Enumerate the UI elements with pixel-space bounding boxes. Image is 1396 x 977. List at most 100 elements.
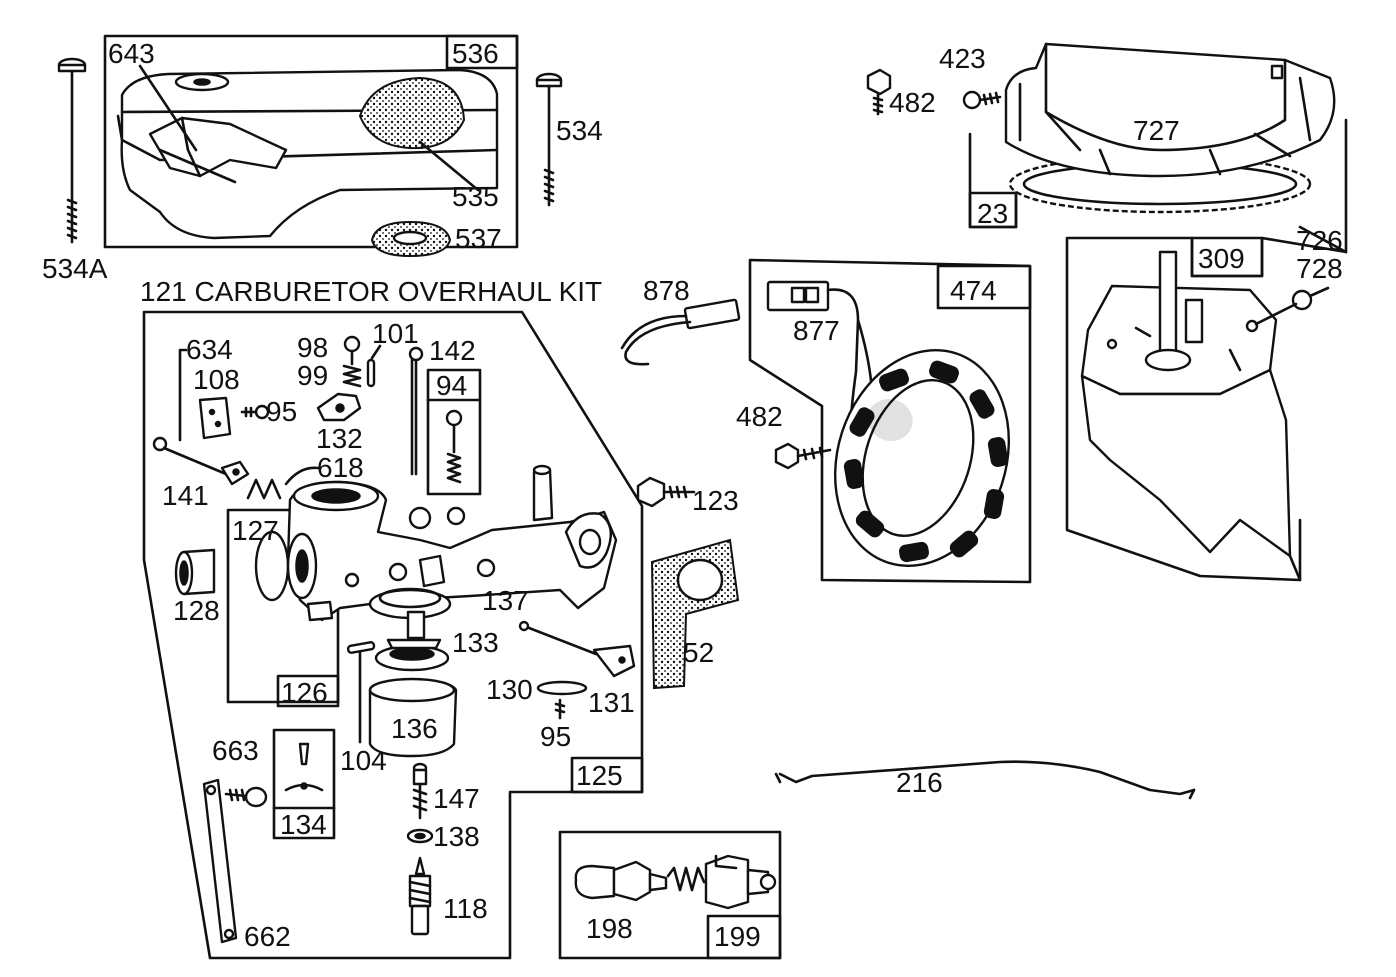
screw-663: [224, 786, 268, 808]
nut-123: [636, 476, 696, 508]
label-133: 133: [452, 627, 499, 658]
link-662: [202, 778, 238, 944]
callout-box-carburetor: [142, 310, 644, 960]
label-663: 663: [212, 735, 259, 766]
label-95-lower: 95: [540, 721, 571, 752]
label-474: 474: [950, 275, 997, 306]
alternator-group: [748, 258, 1032, 584]
label-534a: 534A: [42, 253, 108, 284]
screw-95-lower: [554, 698, 566, 720]
float-133: [374, 638, 450, 672]
label-box-126: [276, 674, 340, 708]
label-727: 727: [1133, 115, 1180, 146]
flywheel-group: [866, 42, 1348, 254]
label-box-94: [426, 368, 482, 496]
label-127: 127: [232, 515, 279, 546]
label-box-536: [445, 34, 519, 70]
float-bowl-136: [368, 677, 458, 758]
label-141: 141: [162, 480, 209, 511]
pin-101: [366, 358, 376, 388]
fuel-tank-group: [57, 34, 563, 258]
label-643: 643: [108, 38, 155, 69]
fuel-fitting-group: [558, 830, 782, 960]
label-482-top: 482: [889, 87, 936, 118]
label-118: 118: [443, 893, 488, 924]
screw-95-top: [240, 404, 270, 420]
carburetor-body: [286, 464, 618, 640]
bolt-482-alternator: [774, 442, 832, 470]
label-142: 142: [429, 335, 476, 366]
label-618: 618: [317, 452, 364, 483]
choke-shaft-131: [518, 620, 636, 678]
label-125: 125: [576, 760, 623, 791]
label-147: 147: [433, 783, 480, 814]
label-634: 634: [186, 334, 233, 365]
label-878: 878: [643, 275, 690, 306]
label-126: 126: [281, 677, 328, 708]
needle-142: [408, 346, 424, 476]
callout-box-126: [226, 508, 340, 704]
label-123: 123: [692, 485, 739, 516]
gasket-52: [650, 538, 740, 690]
bolt-482-top: [866, 68, 892, 116]
label-534: 534: [556, 115, 603, 146]
filter-screen-535: [358, 76, 466, 150]
label-box-199: [706, 914, 782, 960]
label-138: 138: [433, 821, 480, 852]
wire-878: [620, 298, 741, 366]
label-423: 423: [939, 43, 986, 74]
label-134: 134: [280, 809, 327, 840]
stator-coils: [843, 360, 1009, 563]
label-box-474: [936, 264, 1032, 310]
label-132: 132: [316, 423, 363, 454]
label-108: 108: [193, 364, 240, 395]
label-131: 131: [588, 687, 635, 718]
label-536: 536: [452, 38, 499, 69]
label-482-alternator: 482: [736, 401, 783, 432]
grommet-537: [370, 220, 452, 258]
spring-618: [246, 466, 320, 500]
label-728: 728: [1296, 253, 1343, 284]
screw-98-spring-99: [342, 335, 362, 388]
label-99: 99: [297, 360, 328, 391]
throttle-shaft-141: [152, 436, 250, 486]
crankcase-group: [1065, 236, 1348, 582]
bolt-534: [535, 72, 563, 207]
label-95-top: 95: [266, 396, 297, 427]
label-101: 101: [372, 318, 419, 349]
carburetor-kit-title: 121 CARBURETOR OVERHAUL KIT: [140, 276, 602, 307]
label-128: 128: [173, 595, 220, 626]
gasket-108: [198, 396, 232, 440]
label-309: 309: [1198, 243, 1245, 274]
bolt-534a: [57, 57, 87, 244]
label-98: 98: [297, 332, 328, 363]
label-216: 216: [896, 767, 943, 798]
label-198: 198: [586, 913, 633, 944]
label-537: 537: [455, 223, 502, 254]
label-94: 94: [436, 370, 467, 401]
pin-104: [346, 641, 376, 654]
label-130: 130: [486, 674, 533, 705]
label-23: 23: [977, 198, 1008, 229]
label-box-134: [272, 728, 336, 840]
bolt-728: [1254, 286, 1330, 326]
rotating-screen-727: [1004, 42, 1336, 178]
label-662: 662: [244, 921, 291, 952]
needle-valve-118: [408, 856, 432, 936]
label-535: 535: [452, 181, 499, 212]
label-box-309: [1190, 236, 1264, 278]
bushing-128: [174, 548, 216, 596]
label-877: 877: [793, 315, 840, 346]
label-136: 136: [391, 713, 438, 744]
label-box-23: [968, 191, 1018, 229]
screw-147: [412, 762, 428, 820]
label-137: 137: [482, 585, 529, 616]
label-52: 52: [683, 637, 714, 668]
callout-box-fuel-tank: [103, 34, 519, 249]
governor-link-216: [778, 760, 1196, 796]
choke-valve-130: [536, 680, 588, 696]
bolt-423: [962, 90, 1002, 110]
label-199: 199: [714, 921, 761, 952]
label-box-125: [570, 756, 644, 794]
